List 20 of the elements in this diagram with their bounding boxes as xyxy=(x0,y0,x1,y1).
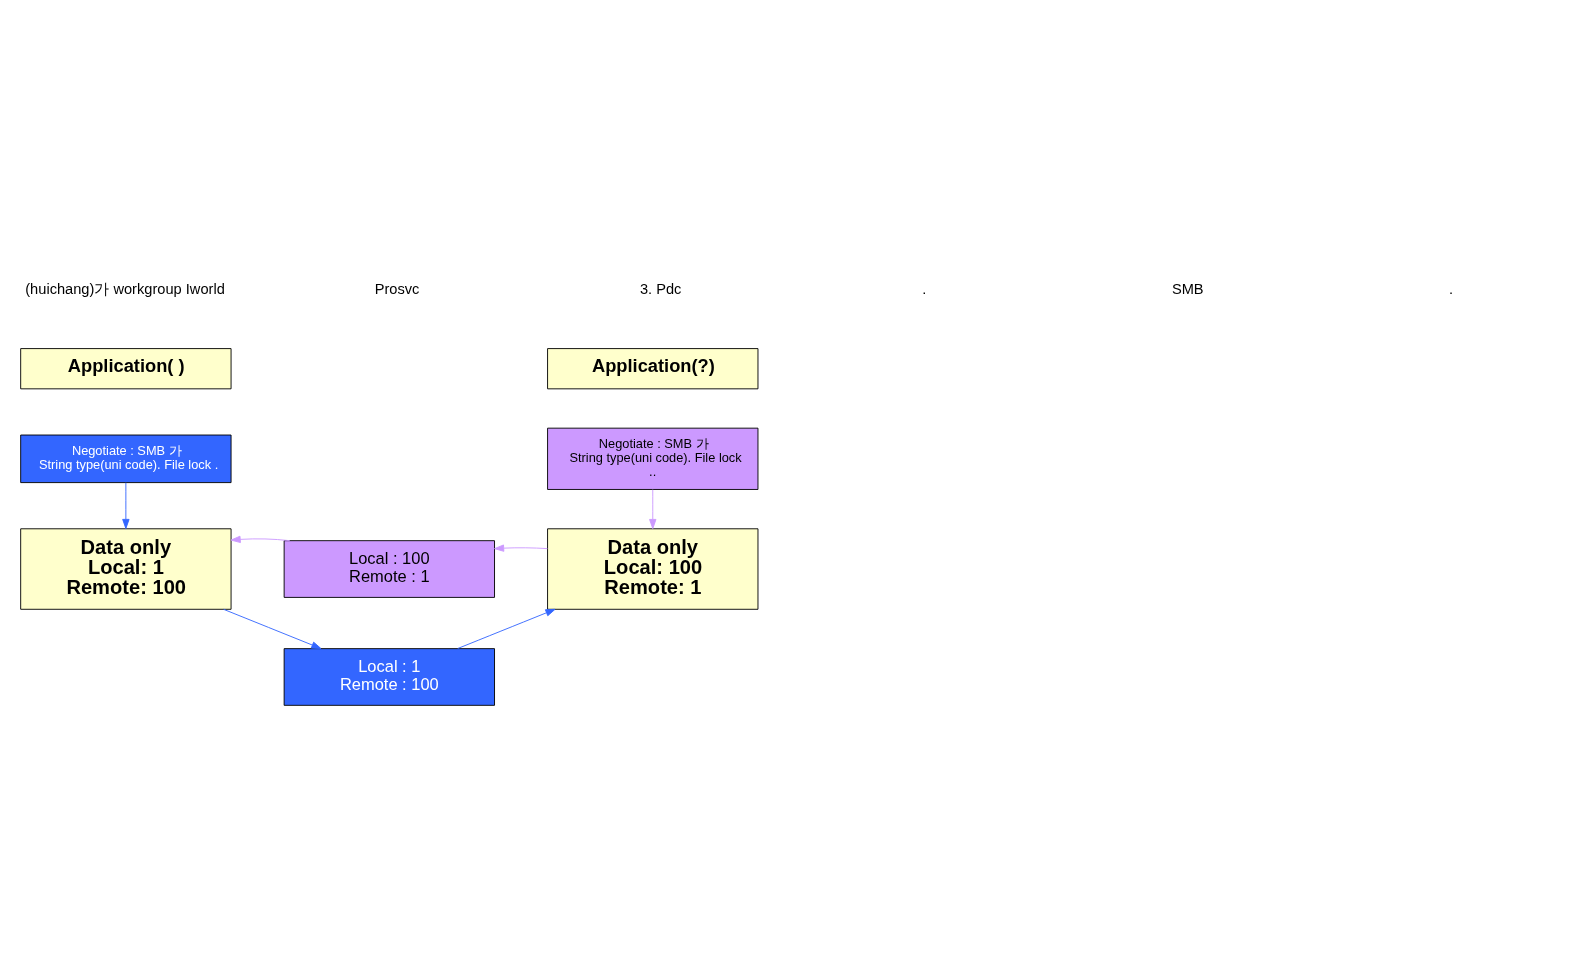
node-box: Negotiate : SMB 가 String type(uni code). File lock .. xyxy=(547,427,759,490)
label: 3. Pdc xyxy=(639,280,682,297)
label: SMB xyxy=(1171,280,1204,297)
node-box: Local : 1 Remote : 100 xyxy=(283,647,495,706)
label: . xyxy=(1449,280,1454,297)
arrow xyxy=(223,608,322,649)
node-box: Application(?) xyxy=(547,347,759,389)
node-box: Negotiate : SMB 가 String type(uni code). File lock . xyxy=(20,434,232,483)
arrow xyxy=(457,608,556,649)
node-box: Local : 100 Remote : 1 xyxy=(283,539,495,598)
arrow xyxy=(230,535,291,543)
arrow xyxy=(494,544,548,552)
node-box: Data only Local: 100 Remote: 1 xyxy=(547,527,759,610)
label: (huichang)가 workgroup Iworld xyxy=(25,280,225,297)
label: Prosvc xyxy=(374,280,420,297)
node-box: Application( ) xyxy=(20,347,232,389)
arrow xyxy=(122,481,130,529)
node-box: Data only Local: 1 Remote: 100 xyxy=(20,527,232,610)
label: . xyxy=(922,280,927,297)
arrow xyxy=(649,488,657,529)
